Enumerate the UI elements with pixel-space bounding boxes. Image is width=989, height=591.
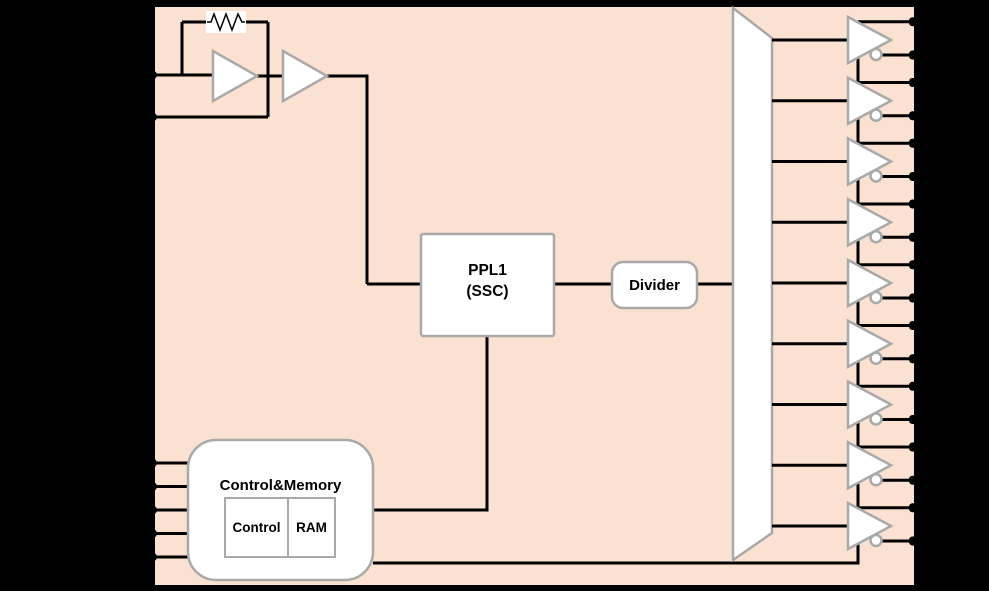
resistor-body [206,11,246,33]
control-input-pin [148,505,157,515]
output-driver-icon [846,257,894,309]
output-buffer-cell [772,500,920,563]
xout-pin [148,112,157,122]
output-pin [909,172,920,181]
output-buffer-cell [772,75,920,144]
inverter-bubble-icon [869,473,883,487]
control-input-pins [148,458,188,562]
output-pin [909,78,920,87]
mux-shape [731,5,774,563]
control-input-pin [148,552,157,562]
osc-amplifier-icon [211,48,260,104]
inverter-bubble-icon [869,108,883,122]
inverter-bubble-icon [869,412,883,426]
output-pin [909,321,920,330]
output-buffers [772,14,920,563]
output-buffer-cell [772,318,920,387]
control-memory-block [186,438,375,582]
resistor-icon [207,11,245,33]
output-pin [909,17,920,27]
inverter-bubble-icon [869,47,883,62]
osc-buffer-icon [281,48,330,104]
output-driver-icon [846,440,894,491]
divider-block [610,260,699,310]
inverter-bubble-icon [869,351,883,365]
output-driver-icon [846,318,894,369]
output-buffer-cell [772,379,920,447]
output-driver-icon [846,75,894,126]
output-buffer-cell [772,257,920,326]
output-pin [909,381,920,391]
control-input-pin [148,529,157,538]
output-pin [909,50,920,60]
inverter-bubble-icon [869,290,883,305]
pll-block [419,232,556,338]
output-pin [909,232,920,242]
output-pin [909,415,920,424]
output-pin [909,293,920,303]
output-pin [909,354,920,364]
output-pin [909,475,920,485]
output-driver-icon [846,500,894,552]
control-input-pin [148,458,157,468]
output-pin [909,536,920,546]
output-driver-icon [846,136,894,187]
output-buffer-cell [772,440,920,508]
output-buffer-cell [772,14,920,83]
inverter-bubble-icon [869,169,883,183]
inverter-bubble-icon [869,230,883,244]
output-driver-icon [846,379,894,430]
output-pin [909,442,920,452]
xin-pin [148,70,157,80]
output-driver-icon [846,197,894,248]
output-pin [909,260,920,270]
output-buffer-cell [772,197,920,265]
output-pin [909,503,920,513]
output-buffer-cell [772,136,920,204]
output-pin [909,199,920,209]
control-ram-box [224,497,336,558]
control-input-pin [148,482,157,491]
output-driver-icon [846,14,894,66]
output-pin [909,138,920,148]
inverter-bubble-icon [869,533,883,548]
crystal-oscillator [206,11,330,104]
output-pin [909,111,920,121]
